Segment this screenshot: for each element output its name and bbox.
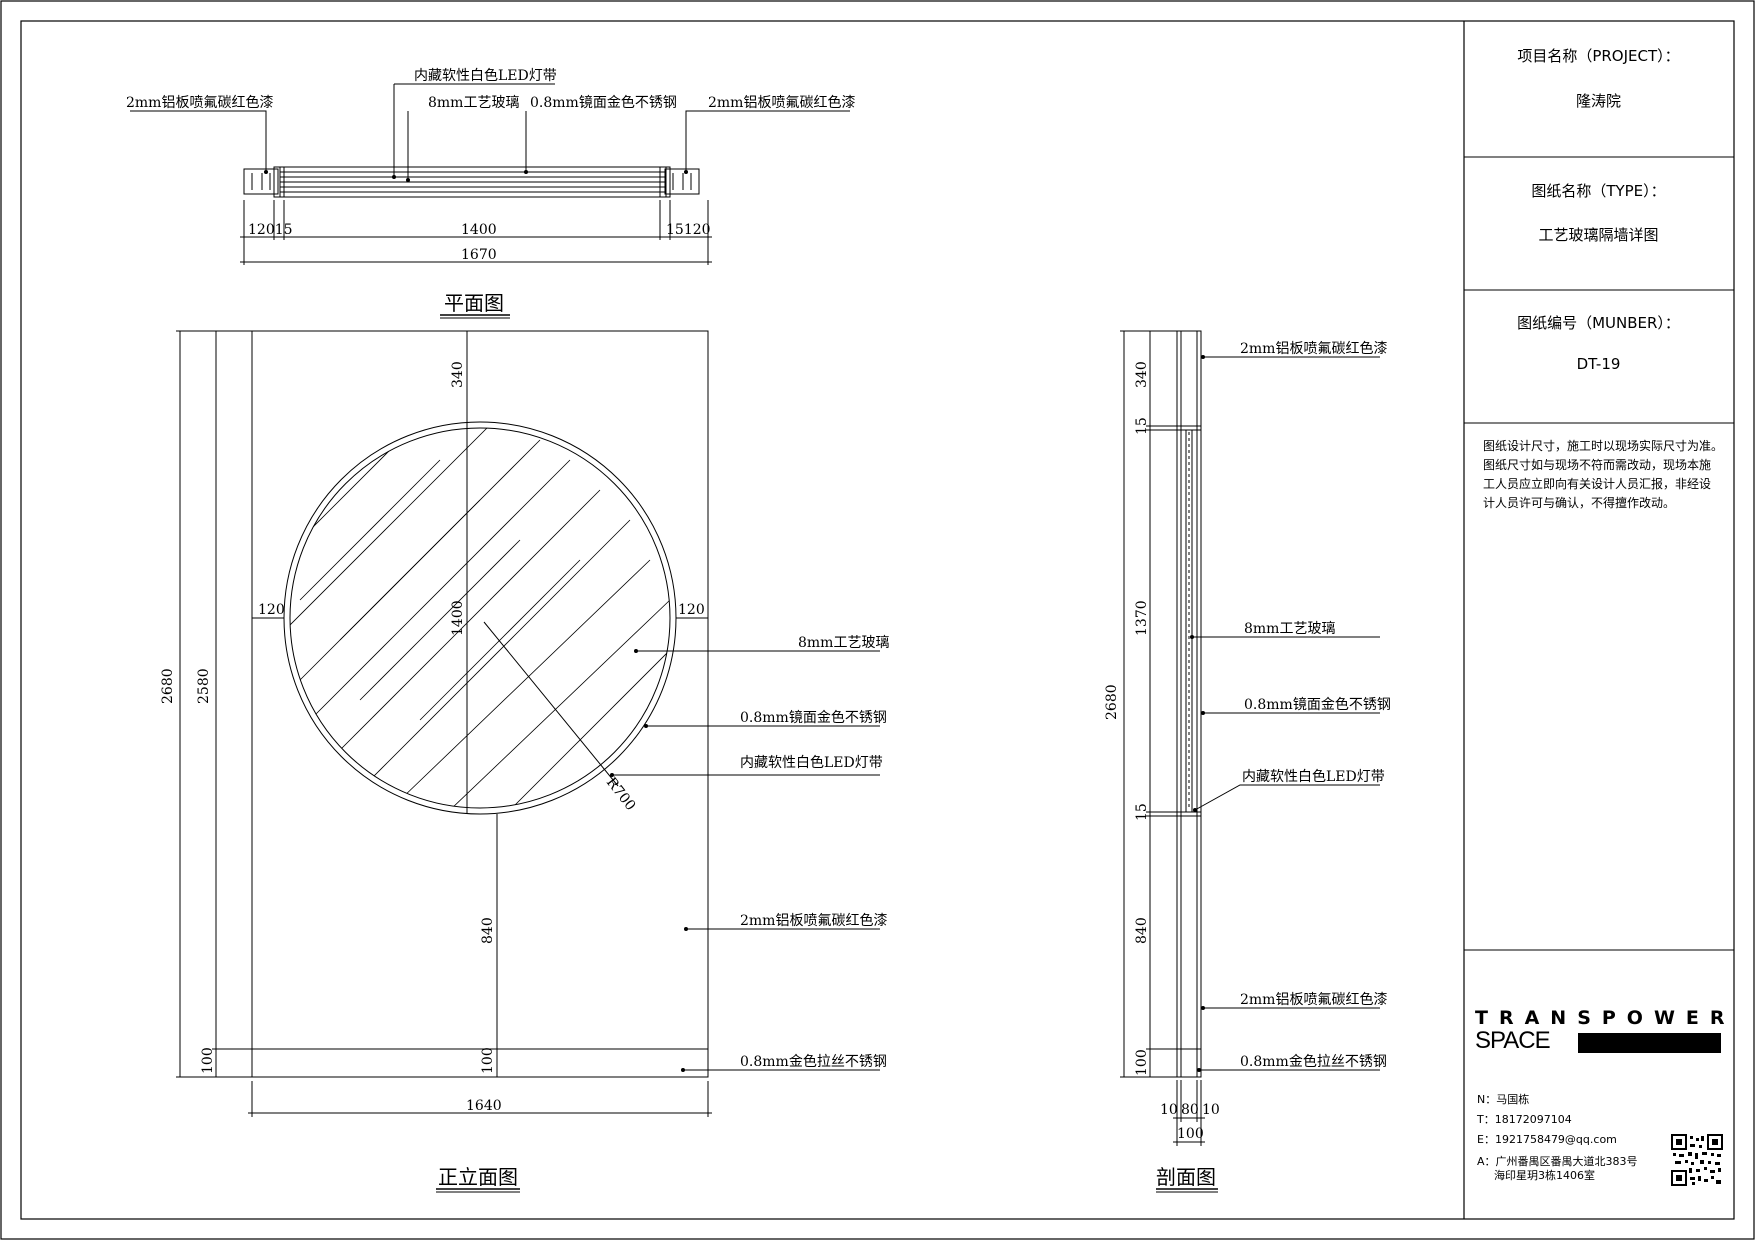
sec-dim-gap-bottom: 15	[1134, 803, 1150, 821]
section-title: 剖面图	[1156, 1165, 1216, 1189]
sec-dim-base: 100	[1134, 1049, 1150, 1076]
contact-address-line1: A：广州番禺区番禺大道北383号	[1477, 1155, 1638, 1168]
elev-label-glass: 8mm工艺玻璃	[798, 634, 889, 651]
elevation-title: 正立面图	[438, 1165, 518, 1189]
qr-code-icon	[1671, 1134, 1723, 1186]
section-view	[1120, 330, 1380, 1193]
sec-label-steel: 0.8mm镜面金色不锈钢	[1244, 696, 1391, 713]
type-value: 工艺玻璃隔墙详图	[1538, 226, 1659, 244]
plan-dim-center: 1400	[461, 222, 497, 238]
elev-dim-base-left: 100	[200, 1047, 216, 1074]
note-line: 图纸尺寸如与现场不符而需改动，现场本施	[1483, 458, 1712, 472]
note-line: 工人员应立即向有关设计人员汇报，非经设	[1483, 477, 1712, 491]
sec-label-led: 内藏软性白色LED灯带	[1242, 768, 1385, 785]
elev-dim-diameter: 1400	[450, 600, 466, 636]
sec-dim-bottom: 840	[1134, 917, 1150, 944]
plan-view	[130, 83, 850, 319]
sec-label-panel-top: 2mm铝板喷氟碳红色漆	[1240, 340, 1387, 357]
elev-dim-left-gap: 120	[258, 602, 285, 618]
project-label: 项目名称（PROJECT）：	[1517, 47, 1680, 65]
sec-label-glass: 8mm工艺玻璃	[1244, 620, 1335, 637]
elev-dim-right-gap: 120	[678, 602, 705, 618]
elevation-view	[176, 330, 880, 1193]
plan-label-led: 内藏软性白色LED灯带	[414, 67, 557, 84]
project-value: 隆涛院	[1575, 92, 1621, 110]
brand-logo-bar	[1578, 1033, 1721, 1053]
note-line: 图纸设计尺寸，施工时以现场实际尺寸为准。	[1483, 439, 1724, 453]
note-line: 计人员许可与确认，不得擅作改动。	[1483, 496, 1676, 510]
sec-dim-w-mid: 80	[1181, 1102, 1199, 1118]
elev-label-steel: 0.8mm镜面金色不锈钢	[740, 709, 887, 726]
number-value: DT-19	[1576, 355, 1621, 373]
contact-tel: T：18172097104	[1477, 1113, 1572, 1126]
elev-dim-base-center: 100	[480, 1047, 496, 1074]
elev-dim-width: 1640	[466, 1098, 502, 1114]
sec-dim-gap-top: 15	[1134, 417, 1150, 435]
contact-email: E：1921758479@qq.com	[1477, 1133, 1617, 1146]
plan-label-left-panel: 2mm铝板喷氟碳红色漆	[126, 94, 273, 111]
plan-label-glass: 8mm工艺玻璃	[428, 94, 519, 111]
elev-dim-radius: R700	[603, 775, 639, 814]
sec-dim-middle: 1370	[1134, 600, 1150, 636]
type-label: 图纸名称（TYPE）：	[1531, 182, 1666, 200]
inner-border	[20, 20, 1735, 1220]
sec-label-base: 0.8mm金色拉丝不锈钢	[1240, 1053, 1387, 1070]
elev-dim-top: 340	[450, 361, 466, 388]
title-block: 项目名称（PROJECT）： 隆涛院 图纸名称（TYPE）： 工艺玻璃隔墙详图 …	[1465, 21, 1732, 1219]
sec-dim-w-left: 10	[1160, 1102, 1178, 1118]
sec-label-panel-bottom: 2mm铝板喷氟碳红色漆	[1240, 991, 1387, 1008]
elev-dim-total-height: 2680	[160, 668, 176, 704]
contact-name: N：马国栋	[1477, 1093, 1530, 1106]
plan-dim-left: 12015	[248, 222, 293, 238]
elev-dim-inner-height: 2580	[196, 668, 212, 704]
elev-label-led: 内藏软性白色LED灯带	[740, 754, 883, 771]
elev-label-panel: 2mm铝板喷氟碳红色漆	[740, 912, 887, 929]
plan-dim-total: 1670	[461, 247, 497, 263]
plan-dim-right: 15120	[666, 222, 711, 238]
plan-label-steel: 0.8mm镜面金色不锈钢	[530, 94, 677, 111]
elev-label-base: 0.8mm金色拉丝不锈钢	[740, 1053, 887, 1070]
sec-dim-w-right: 10	[1202, 1102, 1220, 1118]
elev-dim-bottom-gap: 840	[480, 917, 496, 944]
glass-hatch	[290, 428, 670, 808]
brand-logo-line1: TRANSPOWER	[1475, 1007, 1736, 1029]
plan-label-right-panel: 2mm铝板喷氟碳红色漆	[708, 94, 855, 111]
contact-address-line2: 海印星玥3栋1406室	[1494, 1169, 1595, 1182]
plan-title: 平面图	[444, 291, 504, 315]
design-note: 图纸设计尺寸，施工时以现场实际尺寸为准。 图纸尺寸如与现场不符而需改动，现场本施…	[1483, 437, 1723, 513]
brand-logo-line2: SPACE	[1475, 1027, 1551, 1054]
sec-dim-top: 340	[1134, 361, 1150, 388]
number-label: 图纸编号（MUNBER）：	[1517, 314, 1680, 332]
sec-dim-total: 2680	[1104, 684, 1120, 720]
sec-dim-w-total: 100	[1177, 1126, 1204, 1142]
